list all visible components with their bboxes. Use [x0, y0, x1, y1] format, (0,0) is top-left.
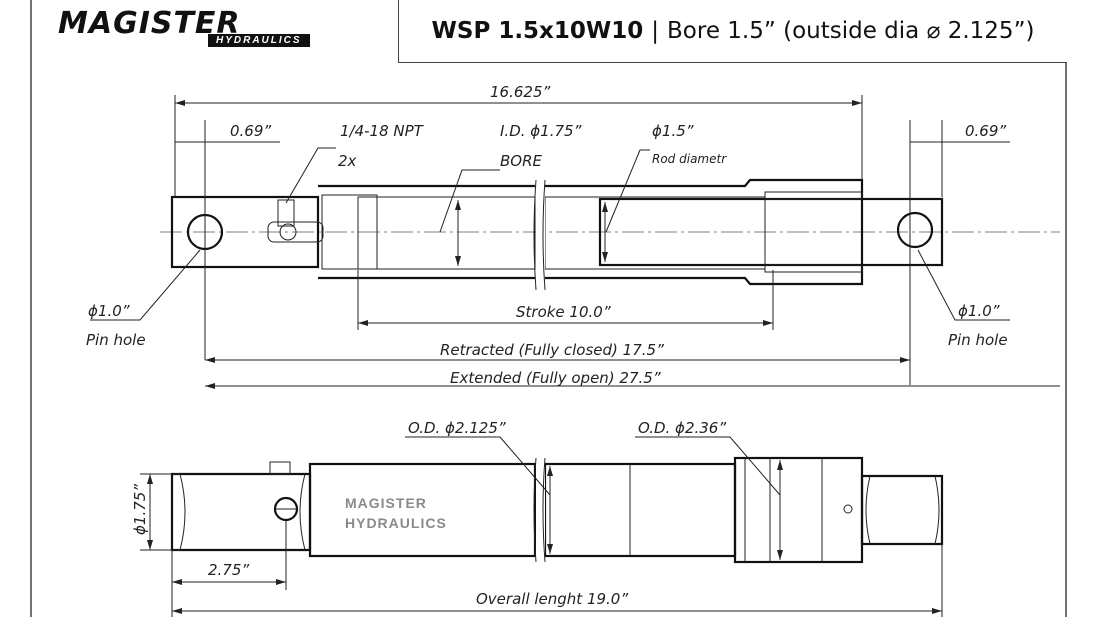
gland-od-dim: O.D. ϕ2.36”: [638, 419, 726, 437]
watermark: MAGISTER HYDRAULICS: [345, 493, 447, 533]
port-count-label: 2x: [338, 152, 357, 170]
retracted-dim: Retracted (Fully closed) 17.5”: [440, 341, 664, 359]
port-thread-label: 1/4-18 NPT: [340, 122, 425, 140]
end-diameter-dim: ϕ1.75”: [131, 484, 149, 535]
overall-length-side-dim: Overall lenght 19.0”: [476, 590, 628, 608]
port-offset-dim: 2.75”: [208, 561, 249, 579]
logo-sub: HYDRAULICS: [208, 34, 310, 47]
section-view: [90, 95, 1060, 389]
exterior-view: [140, 436, 944, 617]
title-block: WSP 1.5x10W10 | Bore 1.5” (outside dia ⌀…: [398, 0, 1067, 63]
model-number: WSP 1.5x10W10: [431, 18, 644, 44]
right-pin-hole: [896, 211, 934, 249]
watermark-line-2: HYDRAULICS: [345, 515, 447, 531]
overall-length-dim: 16.625”: [490, 83, 550, 101]
left-pin-label: Pin hole: [86, 331, 146, 349]
barrel-od-dim: O.D. ϕ2.125”: [408, 419, 506, 437]
magister-logo: MAGISTER HYDRAULICS: [58, 6, 358, 48]
watermark-line-1: MAGISTER: [345, 495, 427, 511]
title-separator: |: [651, 18, 660, 44]
bore-label: BORE: [500, 152, 543, 170]
right-pin-dim: ϕ1.0”: [958, 302, 1000, 320]
stroke-dim: Stroke 10.0”: [516, 303, 611, 321]
right-pin-label: Pin hole: [948, 331, 1008, 349]
inner-diameter-label: I.D. ϕ1.75”: [500, 122, 582, 140]
extended-dim: Extended (Fully open) 27.5”: [450, 369, 661, 387]
rod-diameter-label: Rod diametr: [652, 152, 727, 166]
bore-spec: Bore 1.5” (outside dia ⌀ 2.125”): [667, 18, 1035, 44]
right-offset-dim: 0.69”: [965, 122, 1006, 140]
rod-diameter-dim: ϕ1.5”: [652, 122, 694, 140]
left-pin-dim: ϕ1.0”: [88, 302, 130, 320]
left-offset-dim: 0.69”: [230, 122, 271, 140]
